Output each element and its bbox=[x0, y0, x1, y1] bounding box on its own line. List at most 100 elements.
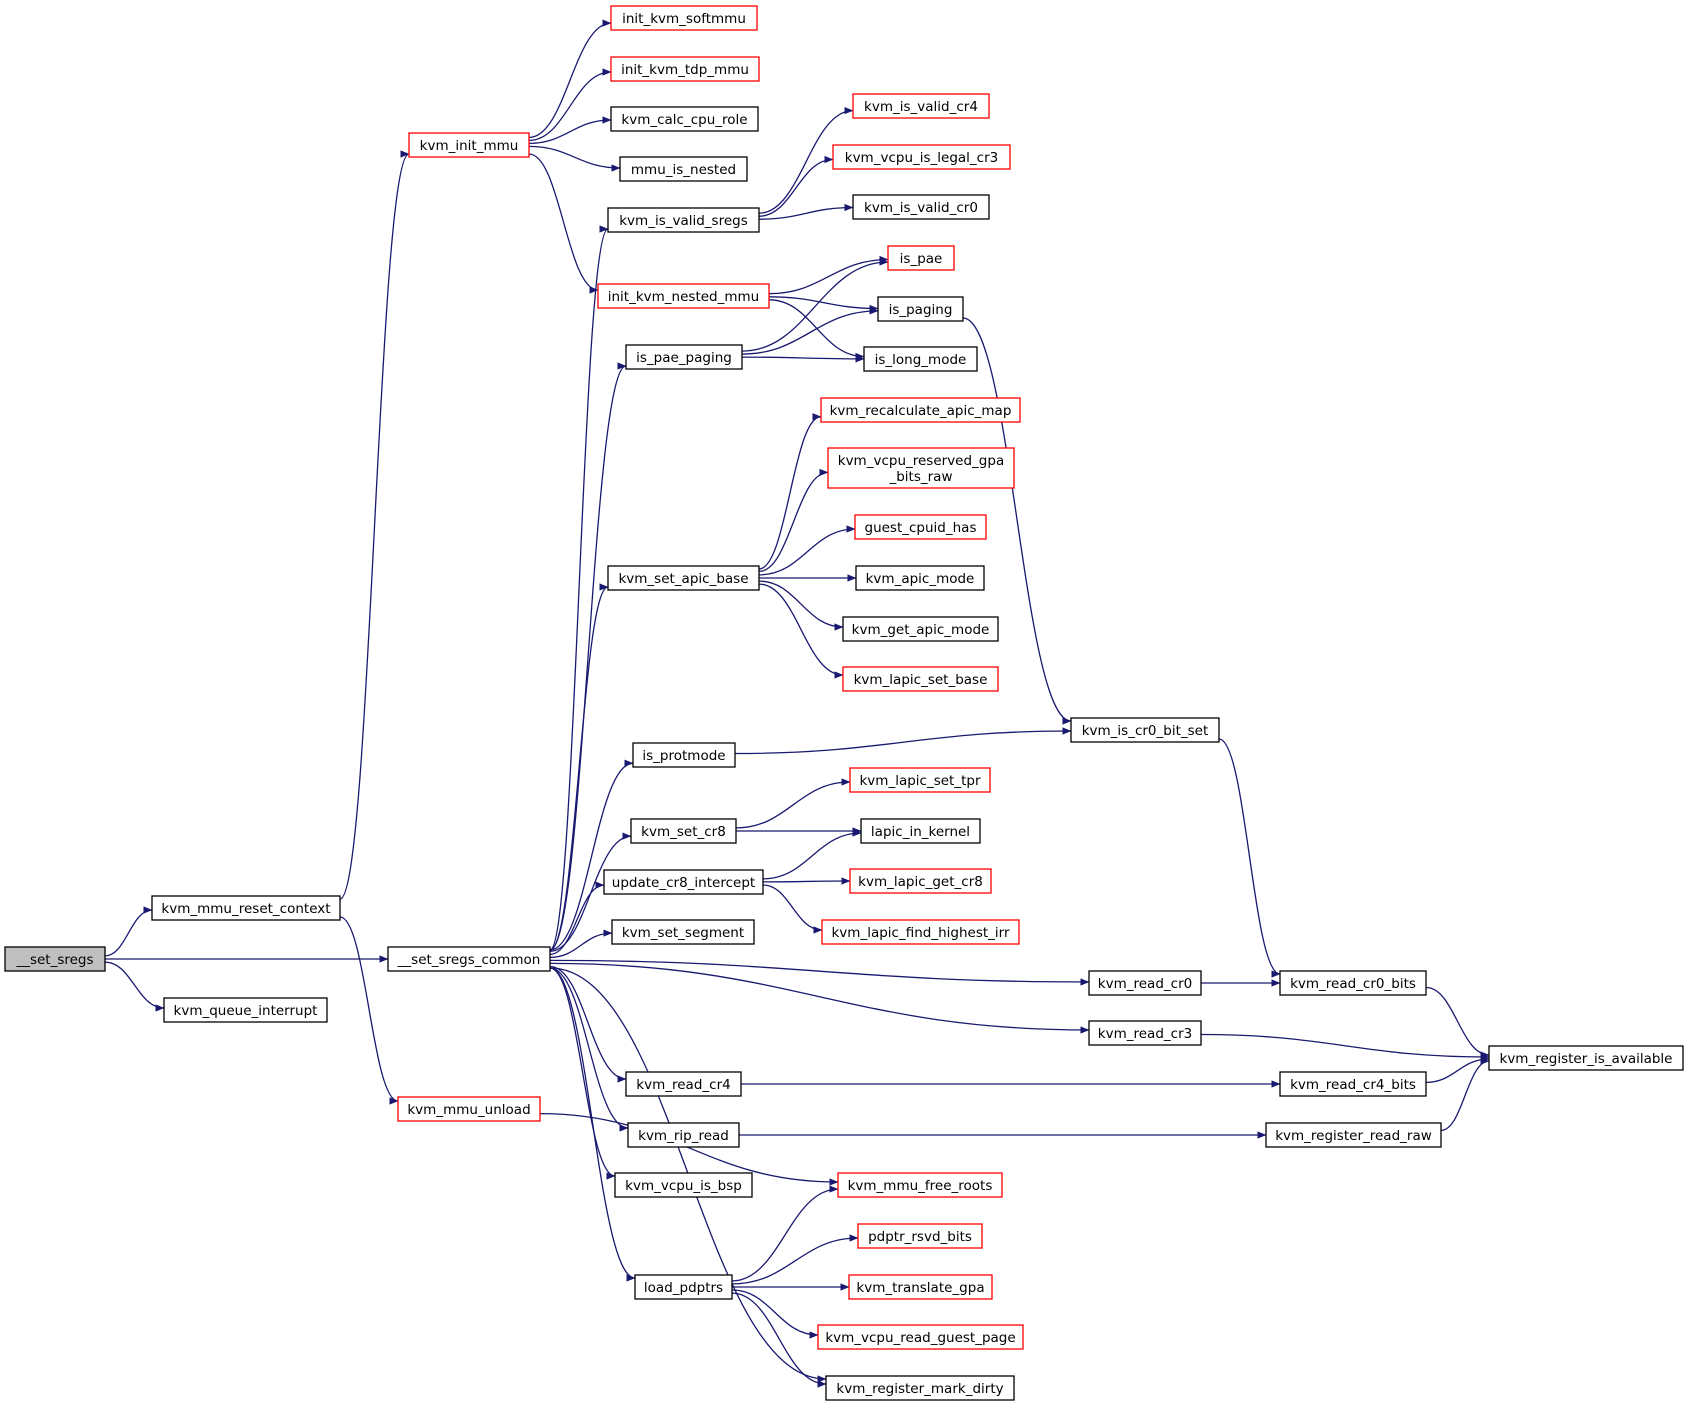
node-box bbox=[163, 997, 328, 1023]
function-node-set-sregs-common[interactable]: __set_sregs_common bbox=[387, 946, 551, 972]
function-node-kvm-init-mmu[interactable]: kvm_init_mmu bbox=[408, 132, 530, 158]
function-node-kvm-is-valid-cr0[interactable]: kvm_is_valid_cr0 bbox=[852, 194, 990, 220]
node-label: is_paging bbox=[889, 302, 953, 318]
node-label: pdptr_rsvd_bits bbox=[868, 1229, 972, 1245]
function-node-lapic-in-kernel[interactable]: lapic_in_kernel bbox=[860, 818, 981, 844]
function-node-set-sregs[interactable]: __set_sregs bbox=[4, 946, 106, 972]
node-box bbox=[634, 1274, 733, 1300]
function-node-is-pae[interactable]: is_pae bbox=[887, 245, 955, 271]
node-box bbox=[607, 207, 760, 233]
function-node-kvm-read-cr3[interactable]: kvm_read_cr3 bbox=[1088, 1020, 1202, 1046]
function-node-kvm-register-read-raw[interactable]: kvm_register_read_raw bbox=[1265, 1122, 1442, 1148]
function-node-kvm-lapic-set-tpr[interactable]: kvm_lapic_set_tpr bbox=[849, 767, 991, 793]
call-edge-kvm-set-apic-base-to-kvm-get-apic-mode bbox=[758, 580, 844, 631]
node-box bbox=[852, 194, 990, 220]
call-edge-update-cr8-intercept-to-kvm-lapic-get-cr8 bbox=[762, 877, 851, 885]
node-box bbox=[1279, 1071, 1427, 1097]
function-node-kvm-apic-mode[interactable]: kvm_apic_mode bbox=[855, 565, 985, 591]
node-box bbox=[1488, 1045, 1684, 1071]
edges-layer bbox=[104, 19, 1490, 1388]
node-label: kvm_mmu_free_roots bbox=[848, 1178, 993, 1194]
node-box bbox=[625, 1071, 742, 1097]
call-edge-set-sregs-common-to-kvm-set-apic-base bbox=[549, 583, 609, 951]
function-node-is-long-mode[interactable]: is_long_mode bbox=[863, 346, 978, 372]
node-label: kvm_register_read_raw bbox=[1275, 1128, 1432, 1144]
call-edge-is-pae-paging-to-is-pae bbox=[741, 258, 889, 352]
node-box bbox=[854, 514, 987, 540]
function-node-is-pae-paging[interactable]: is_pae_paging bbox=[625, 344, 743, 370]
function-node-kvm-read-cr4[interactable]: kvm_read_cr4 bbox=[625, 1071, 742, 1097]
node-box bbox=[597, 283, 770, 309]
node-box bbox=[607, 565, 760, 591]
function-node-init-kvm-tdp-mmu[interactable]: init_kvm_tdp_mmu bbox=[610, 56, 760, 82]
function-node-kvm-translate-gpa[interactable]: kvm_translate_gpa bbox=[848, 1274, 993, 1300]
call-edge-set-sregs-common-to-kvm-set-segment bbox=[549, 929, 613, 959]
call-edge-update-cr8-intercept-to-kvm-lapic-find-highest-irr bbox=[762, 884, 823, 934]
node-box bbox=[849, 767, 991, 793]
node-box bbox=[887, 245, 955, 271]
function-node-kvm-is-cr0-bit-set[interactable]: kvm_is_cr0_bit_set bbox=[1070, 717, 1220, 743]
call-edge-set-sregs-common-to-load-pdptrs bbox=[549, 967, 636, 1282]
function-node-load-pdptrs[interactable]: load_pdptrs bbox=[634, 1274, 733, 1300]
call-edge-set-sregs-common-to-is-protmode bbox=[549, 759, 634, 951]
function-node-kvm-vcpu-is-legal-cr3[interactable]: kvm_vcpu_is_legal_cr3 bbox=[832, 144, 1011, 170]
call-edge-set-sregs-common-to-kvm-read-cr0 bbox=[549, 959, 1090, 986]
node-label: kvm_mmu_unload bbox=[407, 1102, 530, 1118]
node-label: kvm_mmu_reset_context bbox=[161, 901, 330, 917]
function-node-kvm-get-apic-mode[interactable]: kvm_get_apic_mode bbox=[842, 616, 999, 642]
function-node-update-cr8-intercept[interactable]: update_cr8_intercept bbox=[603, 869, 764, 895]
function-node-kvm-read-cr0-bits[interactable]: kvm_read_cr0_bits bbox=[1279, 970, 1427, 996]
call-edge-is-pae-paging-to-is-long-mode bbox=[741, 355, 865, 363]
node-label: is_protmode bbox=[642, 748, 725, 764]
function-node-kvm-vcpu-read-guest-page[interactable]: kvm_vcpu_read_guest_page bbox=[817, 1324, 1024, 1350]
function-node-pdptr-rsvd-bits[interactable]: pdptr_rsvd_bits bbox=[857, 1223, 983, 1249]
function-node-kvm-set-apic-base[interactable]: kvm_set_apic_base bbox=[607, 565, 760, 591]
function-node-kvm-vcpu-is-bsp[interactable]: kvm_vcpu_is_bsp bbox=[614, 1172, 753, 1198]
function-node-mmu-is-nested[interactable]: mmu_is_nested bbox=[619, 156, 748, 182]
call-edge-set-sregs-common-to-update-cr8-intercept bbox=[549, 881, 605, 956]
node-label: update_cr8_intercept bbox=[612, 875, 755, 891]
function-node-kvm-set-cr8[interactable]: kvm_set_cr8 bbox=[630, 818, 737, 844]
function-node-kvm-lapic-find-highest-irr[interactable]: kvm_lapic_find_highest_irr bbox=[821, 919, 1020, 945]
node-box bbox=[825, 1375, 1015, 1401]
node-box bbox=[625, 344, 743, 370]
node-label: kvm_vcpu_reserved_gpa bbox=[838, 453, 1004, 469]
function-node-kvm-rip-read[interactable]: kvm_rip_read bbox=[627, 1122, 740, 1148]
function-node-kvm-queue-interrupt[interactable]: kvm_queue_interrupt bbox=[163, 997, 328, 1023]
call-edge-kvm-mmu-reset-context-to-kvm-init-mmu bbox=[339, 150, 410, 900]
node-box bbox=[619, 156, 748, 182]
function-node-kvm-read-cr0[interactable]: kvm_read_cr0 bbox=[1088, 970, 1202, 996]
function-node-kvm-mmu-reset-context[interactable]: kvm_mmu_reset_context bbox=[151, 895, 341, 921]
function-node-kvm-mmu-free-roots[interactable]: kvm_mmu_free_roots bbox=[837, 1172, 1003, 1198]
call-edge-update-cr8-intercept-to-lapic-in-kernel bbox=[762, 829, 862, 880]
function-node-kvm-calc-cpu-role[interactable]: kvm_calc_cpu_role bbox=[610, 106, 759, 132]
function-node-kvm-read-cr4-bits[interactable]: kvm_read_cr4_bits bbox=[1279, 1071, 1427, 1097]
function-node-kvm-is-valid-sregs[interactable]: kvm_is_valid_sregs bbox=[607, 207, 760, 233]
node-label: kvm_read_cr0_bits bbox=[1290, 976, 1416, 992]
call-edge-kvm-init-mmu-to-mmu-is-nested bbox=[528, 145, 621, 172]
node-box bbox=[1088, 1020, 1202, 1046]
call-edge-set-sregs-to-kvm-mmu-reset-context bbox=[104, 906, 153, 957]
node-box bbox=[387, 946, 551, 972]
function-node-kvm-vcpu-reserved-gpa-bits-raw[interactable]: kvm_vcpu_reserved_gpa_bits_raw bbox=[827, 447, 1015, 489]
node-label: kvm_read_cr4_bits bbox=[1290, 1077, 1416, 1093]
function-node-kvm-is-valid-cr4[interactable]: kvm_is_valid_cr4 bbox=[852, 93, 990, 119]
function-node-is-paging[interactable]: is_paging bbox=[877, 296, 964, 322]
function-node-init-kvm-nested-mmu[interactable]: init_kvm_nested_mmu bbox=[597, 283, 770, 309]
node-label: kvm_lapic_get_cr8 bbox=[858, 874, 983, 890]
node-box bbox=[855, 565, 985, 591]
function-node-kvm-lapic-set-base[interactable]: kvm_lapic_set_base bbox=[842, 666, 999, 692]
node-box bbox=[852, 93, 990, 119]
function-node-kvm-register-mark-dirty[interactable]: kvm_register_mark_dirty bbox=[825, 1375, 1015, 1401]
function-node-kvm-register-is-available[interactable]: kvm_register_is_available bbox=[1488, 1045, 1684, 1071]
function-node-kvm-mmu-unload[interactable]: kvm_mmu_unload bbox=[397, 1096, 541, 1122]
function-node-kvm-recalculate-apic-map[interactable]: kvm_recalculate_apic_map bbox=[820, 397, 1021, 423]
function-node-kvm-lapic-get-cr8[interactable]: kvm_lapic_get_cr8 bbox=[849, 868, 992, 894]
function-node-is-protmode[interactable]: is_protmode bbox=[632, 742, 736, 768]
call-edge-kvm-set-cr8-to-kvm-lapic-set-tpr bbox=[735, 778, 851, 829]
node-label: kvm_vcpu_read_guest_page bbox=[825, 1330, 1015, 1346]
function-node-kvm-set-segment[interactable]: kvm_set_segment bbox=[611, 919, 755, 945]
node-box bbox=[614, 1172, 753, 1198]
function-node-guest-cpuid-has[interactable]: guest_cpuid_has bbox=[854, 514, 987, 540]
function-node-init-kvm-softmmu[interactable]: init_kvm_softmmu bbox=[610, 5, 758, 31]
